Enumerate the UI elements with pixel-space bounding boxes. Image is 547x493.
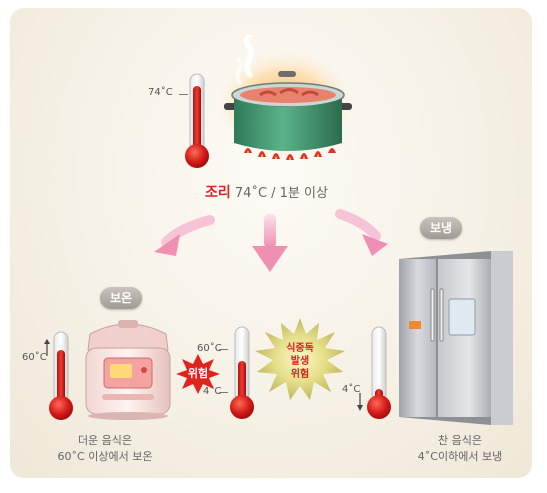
refrigerate-temp-label: 4˚C xyxy=(342,384,361,395)
up-arrow-icon xyxy=(44,339,50,356)
keep-warm-caption-line1: 더운 음식은 xyxy=(77,434,133,447)
danger-badge-text: 위험 xyxy=(187,367,209,380)
down-arrow-icon xyxy=(357,393,363,411)
refrigerate-badge: 보냉 xyxy=(420,217,463,239)
flow-arrows xyxy=(154,209,388,272)
food-poisoning-text: 식중독 발생 위험 xyxy=(270,342,330,381)
danger-upper-label: 60˚C xyxy=(197,343,222,354)
cooking-title: 조리 xyxy=(205,185,231,201)
cooking-thermometer xyxy=(185,73,209,168)
refrigerate-caption: 찬 음식은 4˚C이하에서 보냉 xyxy=(395,433,525,465)
cooking-caption: 조리 74˚C / 1분 이상 xyxy=(205,182,328,202)
food-poisoning-burst-icon xyxy=(255,318,345,400)
refrigerate-thermometer xyxy=(367,326,391,419)
danger-lower-label: 4˚C xyxy=(203,386,222,397)
keep-warm-thermometer xyxy=(49,331,73,420)
refrigerate-caption-line1: 찬 음식은 xyxy=(438,434,482,447)
tick-mark xyxy=(179,94,188,95)
keep-warm-caption: 더운 음식은 60˚C 이상에서 보온 xyxy=(40,433,170,465)
keep-warm-caption-line2: 60˚C 이상에서 보온 xyxy=(57,450,153,463)
refrigerate-caption-line2: 4˚C이하에서 보냉 xyxy=(417,450,503,463)
danger-burst-icon xyxy=(176,354,220,394)
rice-cooker-illustration xyxy=(85,320,171,420)
arrow-to-danger-zone xyxy=(252,214,288,272)
cooking-temp-text: 74˚C / 1분 이상 xyxy=(234,186,328,201)
keep-warm-badge: 보온 xyxy=(100,287,143,309)
burst-line1: 식중독 xyxy=(286,343,314,354)
cooking-pot-illustration xyxy=(215,35,355,160)
burst-line3: 위험 xyxy=(290,369,310,380)
refrigerator-illustration xyxy=(399,251,513,425)
arrow-to-keep-warm xyxy=(154,215,215,256)
burst-line2: 발생 xyxy=(290,356,310,367)
cooking-temp-label: 74˚C xyxy=(148,87,173,98)
arrow-to-refrigerate xyxy=(335,209,388,256)
danger-zone-thermometer xyxy=(230,326,254,419)
tick-mark xyxy=(219,392,228,393)
keep-warm-temp-label: 60˚C xyxy=(22,352,47,363)
tick-mark xyxy=(219,349,228,350)
